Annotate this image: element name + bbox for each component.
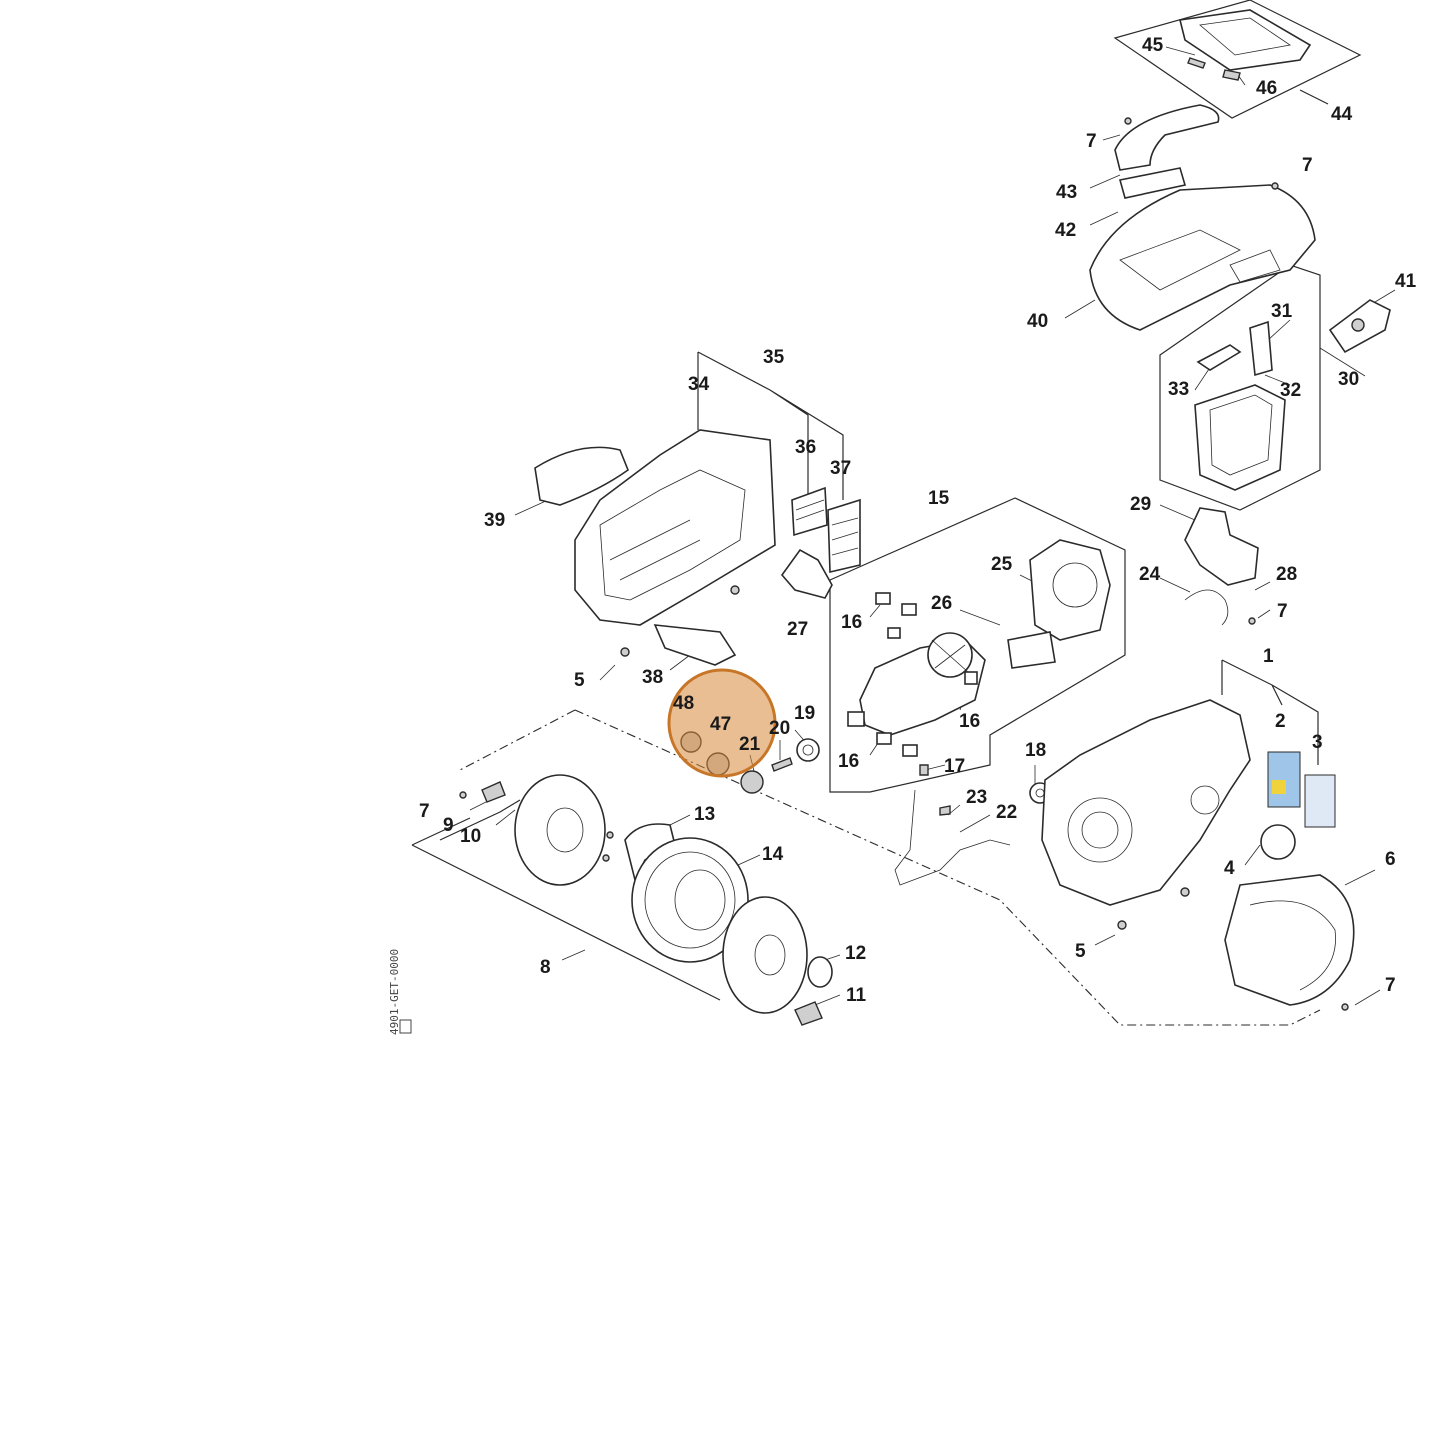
part-number-labels: 1 2 3 4 5 5 6 7 7 7 7 7 8 9 10 11 12 13 … (419, 35, 1417, 1006)
label-7[interactable]: 7 (1302, 155, 1313, 176)
label-45[interactable]: 45 (1142, 35, 1164, 56)
label-11[interactable]: 11 (846, 985, 867, 1006)
label-7[interactable]: 7 (1086, 131, 1097, 152)
label-39[interactable]: 39 (484, 510, 505, 531)
label-42[interactable]: 42 (1055, 220, 1076, 241)
part-lower-housing (574, 429, 776, 626)
label-10[interactable]: 10 (460, 826, 481, 847)
part-motor-cover (1029, 539, 1111, 641)
label-32[interactable]: 32 (1280, 380, 1301, 401)
part-upper-housing (1089, 184, 1316, 331)
label-26[interactable]: 26 (931, 593, 952, 614)
label-36[interactable]: 36 (795, 437, 816, 458)
label-22[interactable]: 22 (996, 802, 1017, 823)
label-37[interactable]: 37 (830, 458, 851, 479)
label-43[interactable]: 43 (1056, 182, 1077, 203)
label-3[interactable]: 3 (1312, 732, 1323, 753)
part-handle (1114, 104, 1220, 171)
label-34[interactable]: 34 (688, 374, 710, 395)
label-5[interactable]: 5 (1075, 941, 1086, 962)
label-27[interactable]: 27 (787, 619, 808, 640)
part-top-cover (1179, 9, 1312, 71)
part-hub-plate (514, 774, 606, 886)
label-16[interactable]: 16 (838, 751, 859, 772)
label-7[interactable]: 7 (1385, 975, 1396, 996)
part-main-housing (1041, 699, 1251, 906)
label-5[interactable]: 5 (574, 670, 585, 691)
label-46[interactable]: 46 (1256, 78, 1277, 99)
label-9[interactable]: 9 (443, 815, 454, 836)
label-17[interactable]: 17 (944, 756, 965, 777)
drawing-code-text: 4901-GET-0000 (388, 949, 401, 1035)
label-6[interactable]: 6 (1385, 849, 1396, 870)
label-24[interactable]: 24 (1139, 564, 1161, 585)
label-33[interactable]: 33 (1168, 379, 1189, 400)
label-19[interactable]: 19 (794, 703, 815, 724)
label-12[interactable]: 12 (845, 943, 866, 964)
label-15[interactable]: 15 (928, 488, 950, 509)
label-41[interactable]: 41 (1395, 271, 1417, 292)
label-4[interactable]: 4 (1224, 858, 1235, 879)
label-23[interactable]: 23 (966, 787, 987, 808)
label-7[interactable]: 7 (419, 801, 430, 822)
label-18[interactable]: 18 (1025, 740, 1046, 761)
label-16[interactable]: 16 (959, 711, 980, 732)
label-2[interactable]: 2 (1275, 711, 1286, 732)
part-sketches (459, 9, 1391, 1026)
label-21[interactable]: 21 (739, 734, 761, 755)
label-44[interactable]: 44 (1331, 104, 1353, 125)
label-35[interactable]: 35 (763, 347, 785, 368)
label-25[interactable]: 25 (991, 554, 1013, 575)
leader-lines (411, 0, 1396, 1026)
label-47[interactable]: 47 (710, 714, 731, 735)
label-28[interactable]: 28 (1276, 564, 1297, 585)
highlight-circle (667, 668, 777, 778)
label-29[interactable]: 29 (1130, 494, 1151, 515)
drawing-code: 4901-GET-0000 (388, 949, 412, 1035)
label-8[interactable]: 8 (540, 957, 551, 978)
label-48[interactable]: 48 (673, 693, 694, 714)
label-7[interactable]: 7 (1277, 601, 1288, 622)
label-40[interactable]: 40 (1027, 311, 1048, 332)
part-hose-reel (631, 837, 749, 963)
label-20[interactable]: 20 (769, 718, 790, 739)
label-16[interactable]: 16 (841, 612, 862, 633)
label-30[interactable]: 30 (1338, 369, 1359, 390)
label-38[interactable]: 38 (642, 667, 663, 688)
label-31[interactable]: 31 (1271, 301, 1293, 322)
part-battery-compartment (1194, 384, 1286, 491)
label-1[interactable]: 1 (1263, 646, 1274, 667)
part-motor-assembly (847, 632, 986, 736)
label-14[interactable]: 14 (762, 844, 784, 865)
label-13[interactable]: 13 (694, 804, 715, 825)
